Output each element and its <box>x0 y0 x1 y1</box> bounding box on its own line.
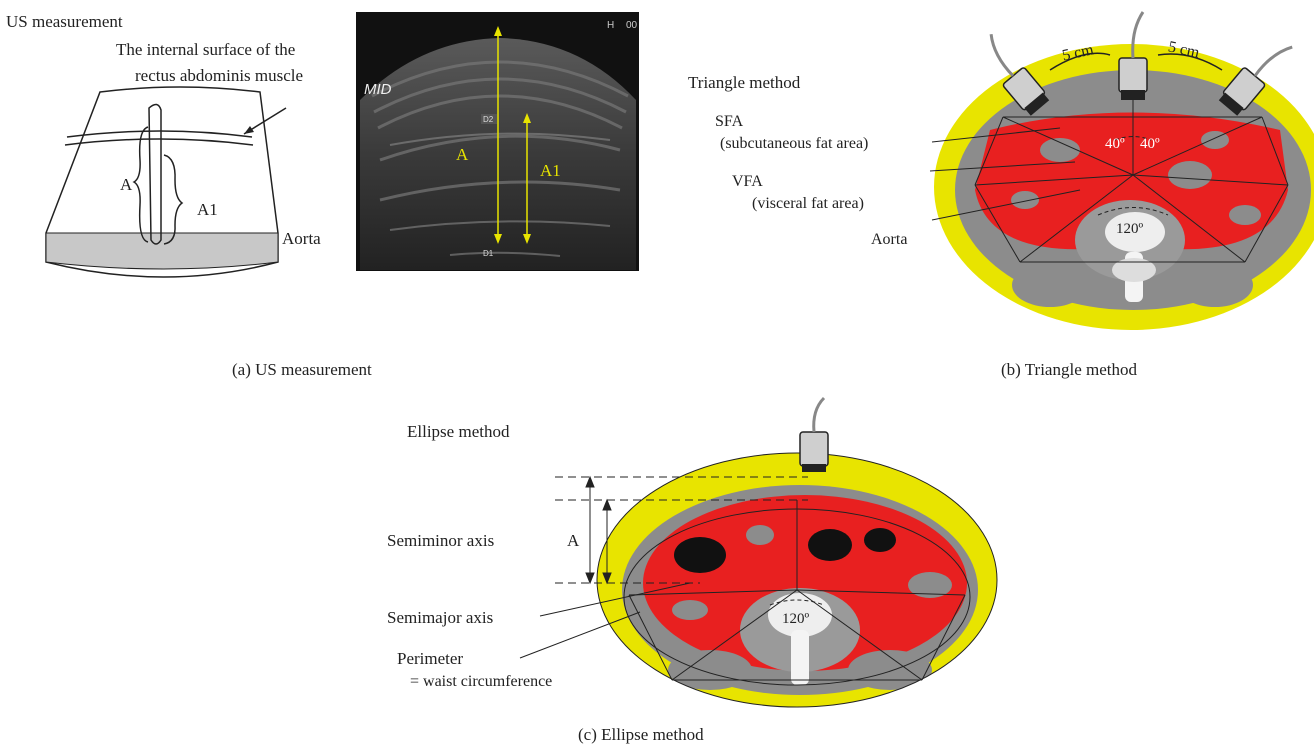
panel-a: US measurement The internal surface of t… <box>6 12 639 379</box>
semimajor-label: Semimajor axis <box>387 608 493 627</box>
label-aorta-a: Aorta <box>282 229 321 248</box>
vfa-line2: (visceral fat area) <box>752 195 864 212</box>
ct-cross-section-b <box>934 12 1314 330</box>
perimeter-line1: Perimeter <box>397 649 463 668</box>
angle-c: 120º <box>782 611 810 627</box>
panel-a-title: US measurement <box>6 12 123 31</box>
label-a: A <box>120 175 133 194</box>
angle-bottom-b: 120º <box>1116 221 1144 237</box>
rectus-label-line2: rectus abdominis muscle <box>135 66 303 85</box>
sfa-line1: SFA <box>715 113 744 130</box>
vfa-line1: VFA <box>732 173 763 190</box>
panel-b-title: Triangle method <box>688 73 801 92</box>
aorta-label-b: Aorta <box>871 231 907 248</box>
ultrasound-image: MID H 00 A A1 D2 D1 <box>356 12 639 271</box>
semiminor-label: Semiminor axis <box>387 531 494 550</box>
us-corner-00: 00 <box>626 20 638 31</box>
us-label-a1: A1 <box>540 161 561 180</box>
us-label-a: A <box>456 145 469 164</box>
sfa-line2: (subcutaneous fat area) <box>720 135 868 152</box>
ct-cross-section-c <box>597 398 997 707</box>
us-schematic <box>46 87 286 277</box>
perimeter-line2: = waist circumference <box>410 673 552 690</box>
angle-right-b: 40º <box>1140 136 1160 152</box>
panel-c-title: Ellipse method <box>407 422 510 441</box>
panel-b: Triangle method SFA (subcutaneous fat ar… <box>688 12 1314 379</box>
rectus-label-line1: The internal surface of the <box>116 40 295 59</box>
us-marker-d2: D2 <box>483 115 494 124</box>
panel-c: Ellipse method Semiminor axis A A1 Semim… <box>387 398 997 744</box>
us-corner-h: H <box>607 20 614 31</box>
caption-b: (b) Triangle method <box>1001 360 1137 379</box>
label-a-c: A <box>567 531 580 550</box>
caption-c: (c) Ellipse method <box>578 725 704 744</box>
angle-left-b: 40º <box>1105 136 1125 152</box>
label-a1: A1 <box>197 200 218 219</box>
us-marker-d1: D1 <box>483 249 494 258</box>
us-mid-label: MID <box>364 81 392 98</box>
probe-c <box>800 398 828 472</box>
caption-a: (a) US measurement <box>232 360 372 379</box>
